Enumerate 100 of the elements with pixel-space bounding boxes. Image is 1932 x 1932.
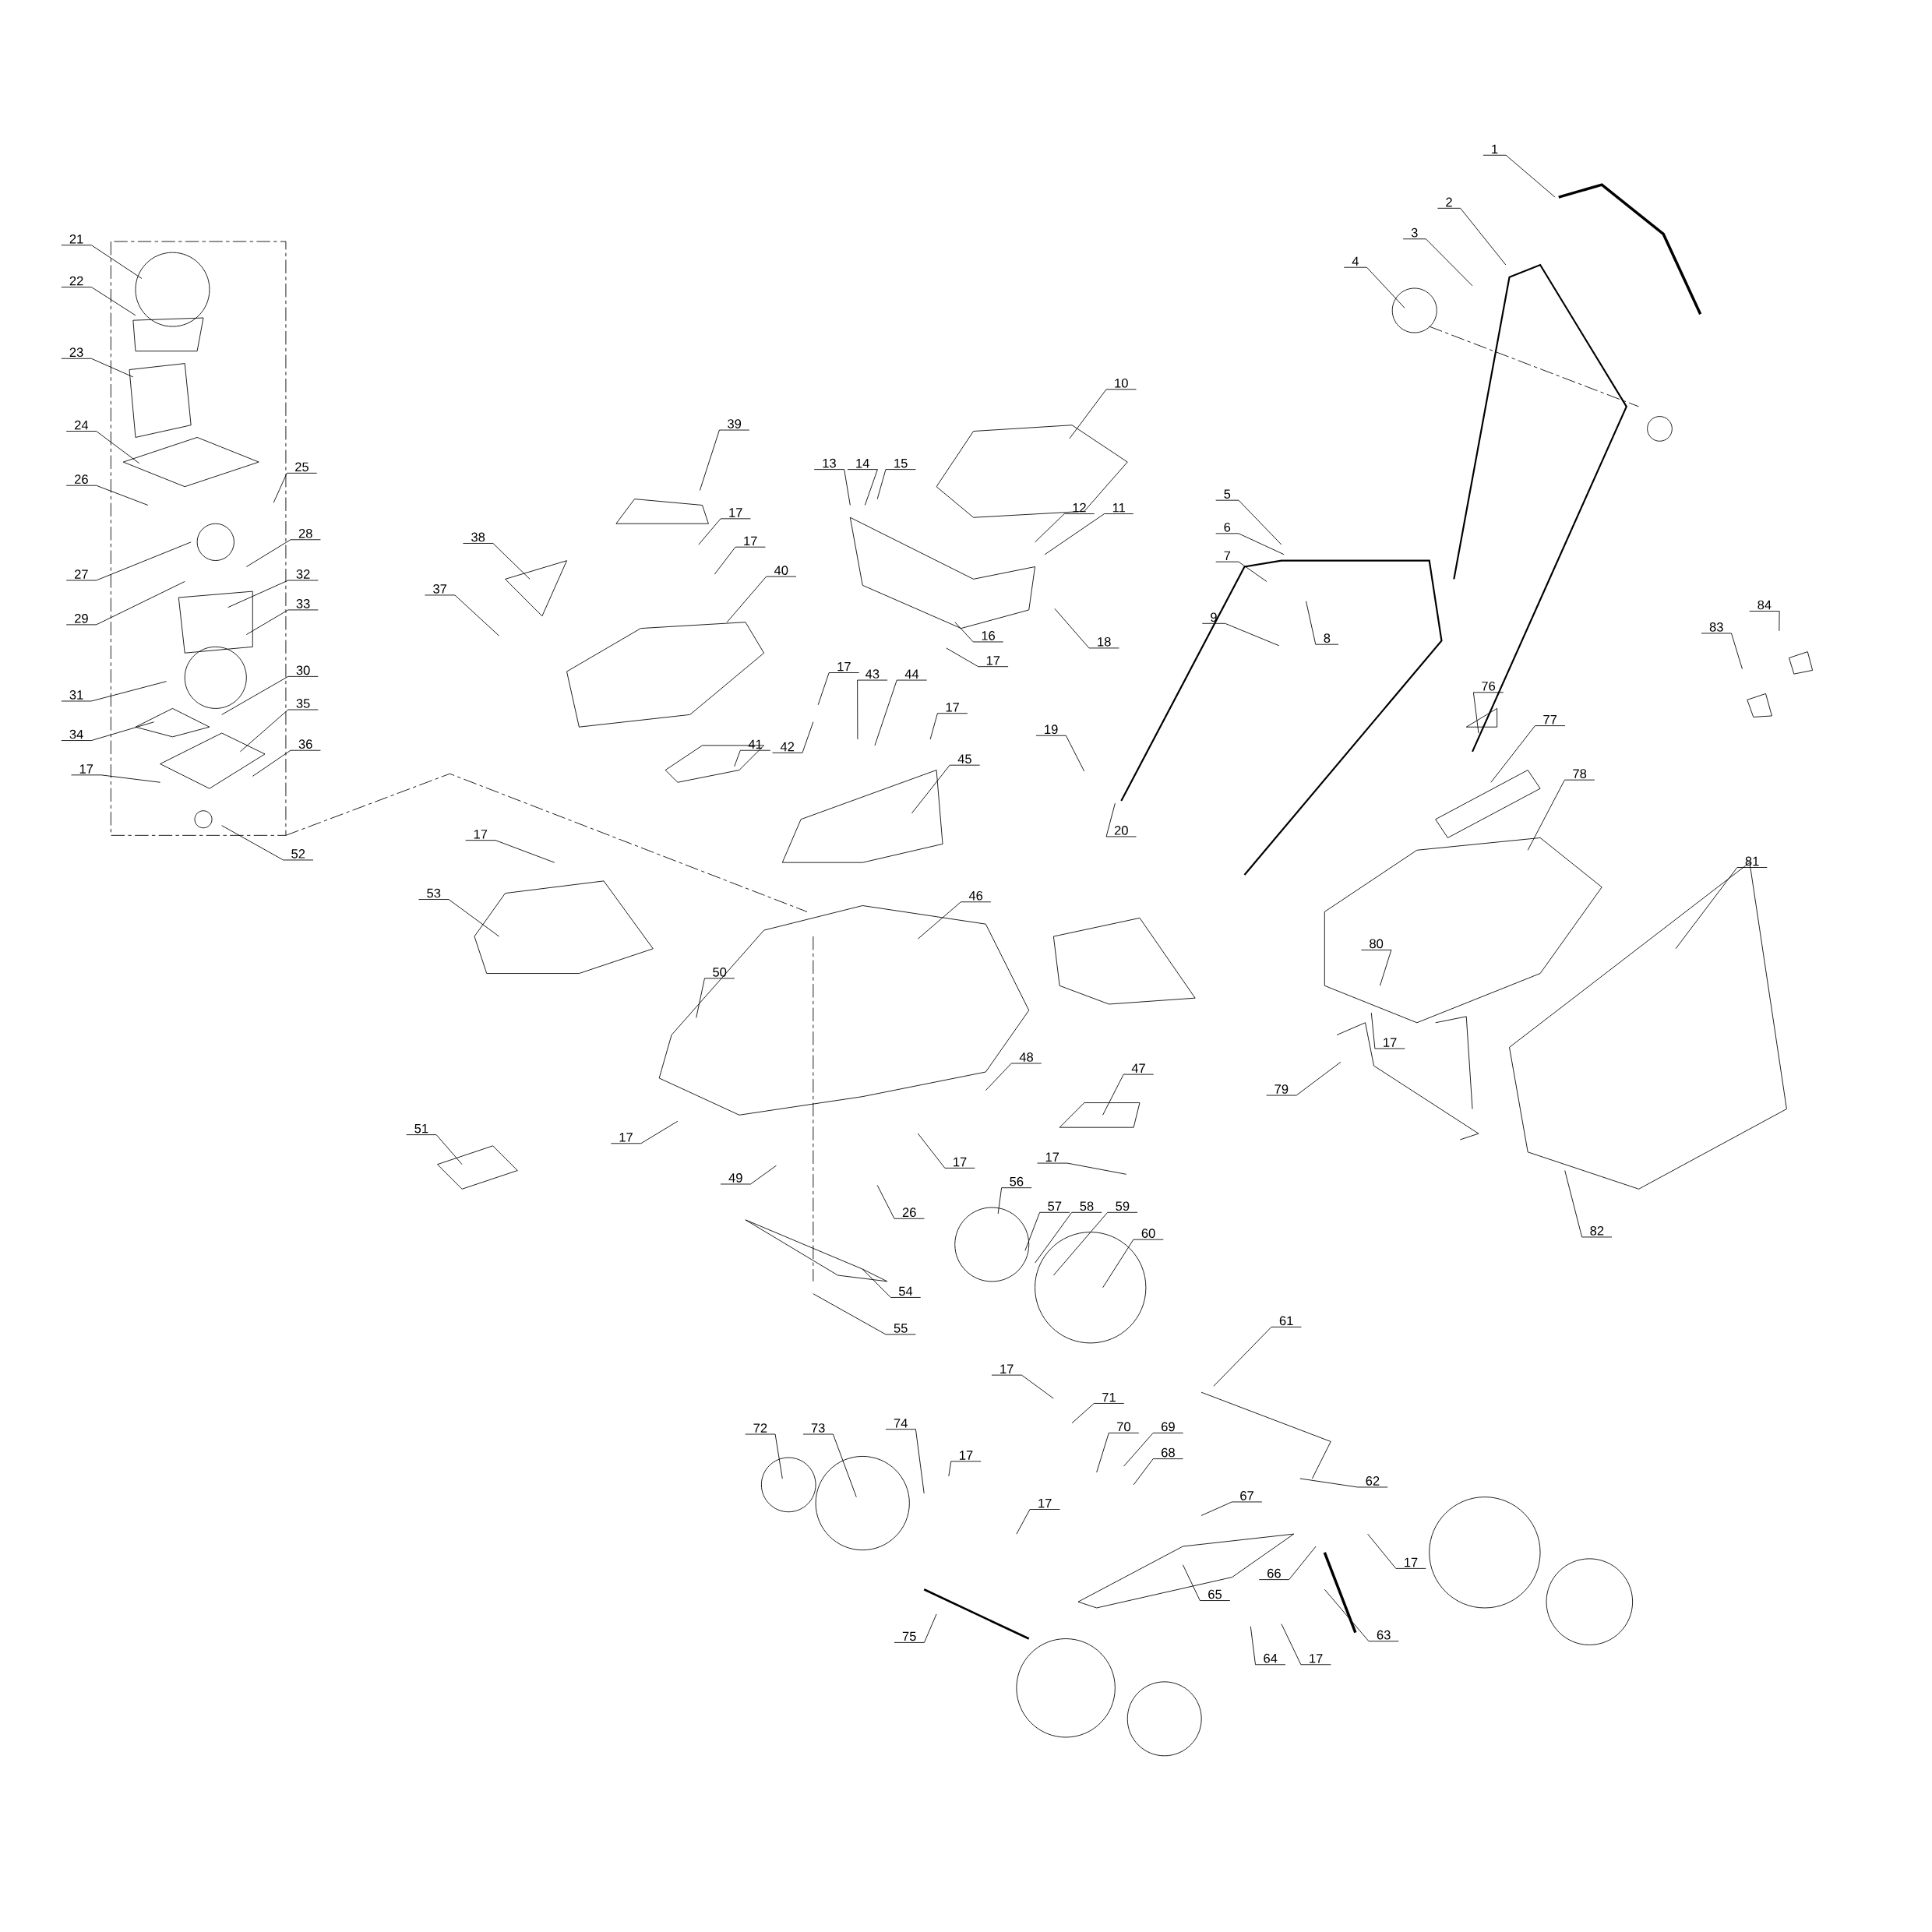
leader-line <box>946 647 979 668</box>
callout-number: 17 <box>735 536 766 548</box>
callout-number: 28 <box>290 528 321 541</box>
callout-number: 12 <box>1063 502 1095 514</box>
leader-line <box>864 469 878 506</box>
callout-number: 33 <box>287 599 319 611</box>
callout-number: 66 <box>1258 1568 1290 1581</box>
leader-line <box>1281 1624 1302 1666</box>
leader-line <box>1380 949 1392 986</box>
leader-line <box>802 721 814 753</box>
callout-number: 11 <box>1104 503 1134 514</box>
leader-line <box>1102 1239 1134 1289</box>
leader-line <box>90 358 134 378</box>
leader-line <box>1490 725 1535 783</box>
callout-number: 10 <box>1105 378 1137 390</box>
leader-line <box>924 1613 937 1643</box>
leader-line <box>1425 238 1473 287</box>
callout-number: 22 <box>61 276 92 287</box>
callout-number: 15 <box>885 458 916 471</box>
leader-line <box>726 576 767 623</box>
callout-number: 42 <box>772 742 803 753</box>
callout-number: 51 <box>406 1123 437 1136</box>
leader-line <box>734 749 741 767</box>
callout-number: 60 <box>1133 1229 1164 1240</box>
leader-line <box>1324 1588 1370 1642</box>
callout-number: 37 <box>425 584 456 596</box>
callout-number: 32 <box>287 569 319 581</box>
callout-number: 56 <box>1001 1176 1032 1189</box>
leader-line <box>817 672 830 706</box>
leader-line <box>245 609 289 635</box>
leader-line <box>997 1187 1003 1215</box>
leader-line <box>696 978 705 1018</box>
callout-number: 16 <box>972 631 1004 643</box>
callout-number: 63 <box>1368 1630 1399 1642</box>
callout-number: 62 <box>1357 1476 1388 1488</box>
leader-line <box>1133 1458 1154 1486</box>
callout-number: 17 <box>950 1451 982 1462</box>
callout-number: 17 <box>465 830 496 841</box>
leader-line <box>90 245 143 279</box>
callout-number: 29 <box>65 614 97 626</box>
callout-number: 17 <box>720 508 751 520</box>
leader-line <box>1035 1211 1073 1264</box>
leader-line <box>90 721 155 741</box>
leader-line <box>844 469 851 506</box>
callout-number: 69 <box>1152 1422 1184 1433</box>
callout-number: 76 <box>1472 681 1504 693</box>
leader-line <box>96 541 192 581</box>
leader-line <box>1102 1074 1124 1116</box>
callout-number: 5 <box>1215 489 1239 501</box>
callout-number: 1 <box>1482 144 1507 156</box>
callout-number: 17 <box>1037 1152 1068 1164</box>
leader-line <box>1289 1546 1317 1581</box>
callout-number: 17 <box>991 1364 1022 1376</box>
callout-number: 64 <box>1255 1653 1286 1666</box>
leader-line <box>1024 1211 1041 1251</box>
leader-line <box>221 825 284 861</box>
leader-line <box>640 1120 679 1144</box>
leader-line <box>1054 608 1090 649</box>
leader-line <box>1065 735 1085 772</box>
callout-number: 78 <box>1564 769 1595 781</box>
leader-line <box>714 546 736 575</box>
callout-number: 30 <box>287 665 319 677</box>
leader-line <box>1200 1501 1232 1516</box>
leader-line <box>1564 1170 1583 1238</box>
leader-line <box>435 1134 463 1165</box>
callout-number: 21 <box>61 234 92 246</box>
leader-line <box>862 1268 891 1298</box>
callout-number: 61 <box>1271 1316 1302 1327</box>
leader-line <box>1370 1012 1376 1049</box>
callout-number: 17 <box>936 703 968 714</box>
callout-number: 17 <box>71 764 102 776</box>
callout-number: 35 <box>287 699 319 710</box>
callout-number: 41 <box>739 739 771 751</box>
leader-line <box>1066 1162 1127 1175</box>
leader-line <box>454 594 500 636</box>
callout-number: 54 <box>890 1286 922 1298</box>
callout-number: 55 <box>885 1324 916 1335</box>
leader-line <box>492 543 531 580</box>
leader-line <box>911 764 950 814</box>
callout-number: 57 <box>1039 1201 1070 1213</box>
callout-number: 14 <box>847 459 878 471</box>
leader-line <box>915 1429 925 1494</box>
callout-number: 52 <box>283 849 314 861</box>
leader-line <box>1367 1533 1397 1569</box>
leader-line <box>832 1433 857 1498</box>
leader-line <box>90 287 136 316</box>
callout-number: 25 <box>286 462 318 474</box>
leader-line <box>917 901 961 940</box>
leader-line <box>100 774 161 783</box>
callout-number: 82 <box>1581 1226 1613 1238</box>
leader-line <box>1225 622 1280 647</box>
leader-line <box>1505 154 1556 198</box>
callout-number: 50 <box>704 967 735 979</box>
leader-line <box>1250 1626 1256 1666</box>
callout-number: 40 <box>766 566 797 577</box>
callout-number: 17 <box>978 656 1009 668</box>
leader-line <box>1675 867 1738 950</box>
callout-number: 79 <box>1266 1084 1297 1096</box>
leader-line <box>876 1185 895 1219</box>
leader-line <box>1096 1433 1109 1473</box>
